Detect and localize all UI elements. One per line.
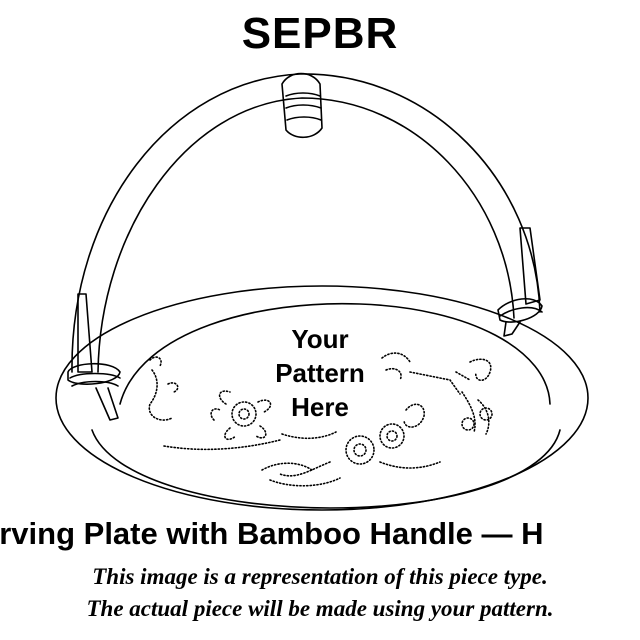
plate-rim <box>55 285 589 511</box>
dotted-pattern <box>148 352 493 487</box>
handle-inner-arc <box>97 97 515 373</box>
plate-well <box>119 302 551 405</box>
pattern-label-line-1: Your <box>291 324 349 354</box>
pattern-label-line-3: Here <box>291 392 349 422</box>
pattern-label-line-2: Pattern <box>275 358 365 388</box>
disclaimer-line-2: The actual piece will be made using your… <box>86 596 554 621</box>
product-name: erving Plate with Bamboo Handle — H <box>0 516 544 551</box>
handle-right-end <box>519 227 541 305</box>
product-code: SEPBR <box>241 9 399 58</box>
pattern-placeholder-label: Your Pattern Here <box>220 322 420 424</box>
disclaimer-line-1: This image is a representation of this p… <box>92 564 548 589</box>
handle-top-binding <box>281 72 323 139</box>
handle-left-end <box>77 293 93 373</box>
